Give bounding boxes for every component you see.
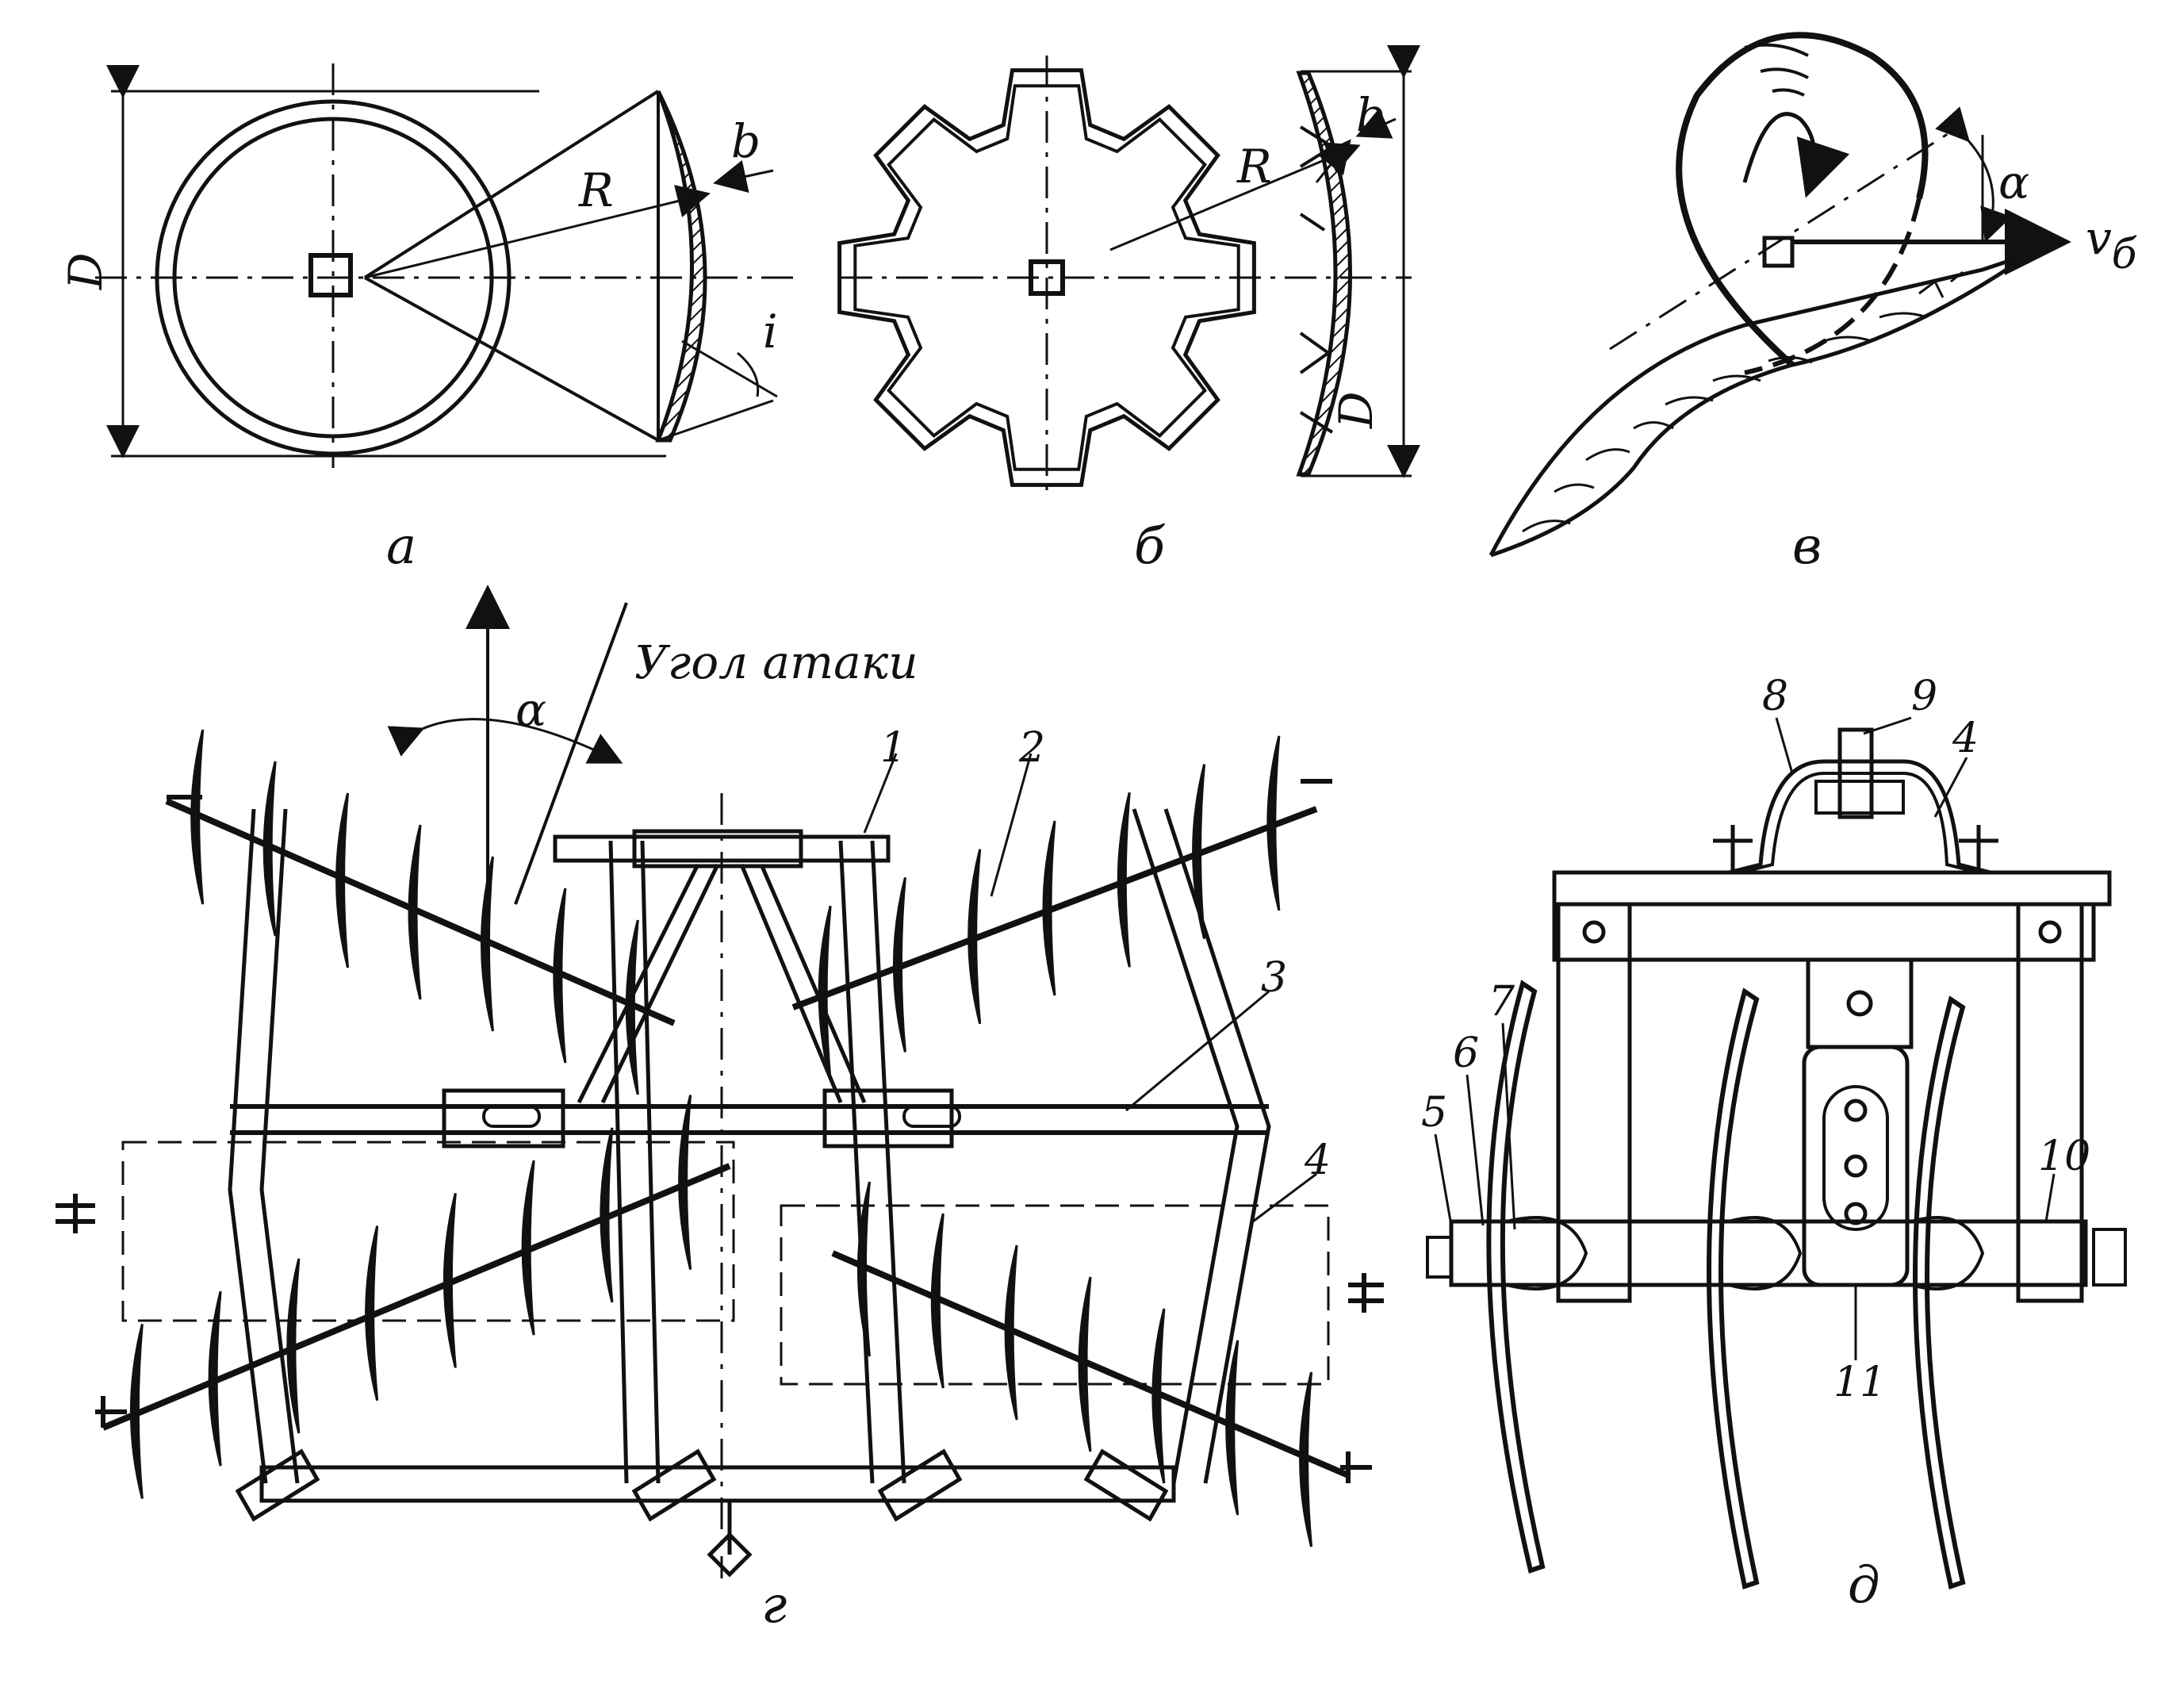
harrow-disc-rear-left (443, 1193, 457, 1368)
notched-disc-inner-outline (853, 84, 1240, 471)
gang-axle-front-left (165, 798, 676, 1026)
harrow-disc-rear-right (930, 1213, 944, 1389)
rotation-arrow (1742, 112, 1850, 198)
panel-g-label: г (761, 1576, 787, 1635)
disc-front-edge (1676, 32, 1929, 367)
callout-d-11: 11 (1833, 1359, 1886, 1406)
panel-d-label: д (1848, 1556, 1880, 1615)
callout-d-7: 7 (1489, 978, 1515, 1026)
dim-D-label-b: D (1329, 391, 1383, 429)
panel-d (1426, 716, 2127, 1590)
harrow-disc-front-right (1192, 764, 1206, 939)
disc-axis (1609, 125, 1960, 351)
harrow-disc-front-left (553, 888, 567, 1064)
gang-axle-front-right (791, 806, 1318, 1010)
panel-a-label: а (386, 517, 416, 576)
notched-disc-outline (837, 68, 1256, 487)
panel-b (837, 45, 1420, 496)
speed-label: vб (2086, 211, 2137, 278)
harrow-disc-rear-right (1151, 1308, 1166, 1484)
harrow-disc-rear-right (1004, 1244, 1018, 1421)
gang-frame-beam (1552, 870, 2112, 907)
dim-b-label-b: b (1356, 88, 1385, 142)
dim-R-label-b: R (1236, 140, 1272, 194)
callout-d-5: 5 (1421, 1089, 1447, 1137)
harrow-disc-rear-right (1078, 1276, 1092, 1452)
alpha-label-g: α (515, 683, 546, 737)
callout-d-4: 4 (1952, 715, 1979, 762)
callout-d-6: 6 (1453, 1030, 1479, 1077)
harrow-disc-rear-left (365, 1225, 379, 1401)
harrow-disc-front-left (480, 856, 494, 1032)
callout-d-8: 8 (1762, 673, 1788, 720)
gang-disc-2 (1707, 987, 1760, 1590)
gang-disc-3 (1913, 995, 1966, 1590)
dim-R-arrow (364, 185, 711, 279)
harrow-disc-rear-left (600, 1127, 614, 1303)
harrow-disc-front-right (892, 877, 906, 1053)
harrow-disc-front-right (1117, 792, 1131, 968)
attack-angle-caption: Угол атаки (634, 635, 918, 689)
harrow-disc-front-right (1266, 735, 1281, 911)
panel-v-label: в (1792, 517, 1822, 576)
panel-g (56, 585, 1384, 1578)
panel-b-label: б (1134, 517, 1166, 576)
harrow-disc-rear-left (129, 1324, 144, 1499)
callout-g-1: 1 (880, 724, 906, 772)
harrow-disc-front-left (335, 792, 350, 968)
callout-d-9: 9 (1911, 673, 1937, 720)
gang-axle-rear-right (831, 1250, 1350, 1478)
callout-g-3: 3 (1261, 954, 1287, 1002)
harrow-disc-front-left (625, 919, 639, 1095)
frame-bottom-beam (259, 1465, 1176, 1503)
harrow-disc-rear-right (1225, 1340, 1240, 1516)
harrow-disc-rear-left (678, 1095, 692, 1270)
harrow-disc-front-left (190, 729, 205, 905)
harrow-disc-front-left (262, 761, 277, 937)
alpha-label-v: α (1998, 155, 2029, 209)
harrow-disc-rear-right (1299, 1371, 1313, 1547)
callout-d-10: 10 (2038, 1133, 2090, 1180)
panel-a (95, 63, 793, 468)
bearing-bracket (1728, 759, 1991, 875)
dim-i-label: i (763, 305, 778, 359)
harrow-disc-rear-left (286, 1258, 301, 1434)
disc-hub-square (308, 253, 353, 297)
harrow-disc-front-left (408, 824, 422, 1000)
disc-section-profile (655, 90, 707, 443)
soil-furrow (1489, 251, 2032, 558)
gang-axle-spool (1449, 1219, 2088, 1287)
harrow-disc-front-right (1042, 820, 1056, 996)
callout-g-2: 2 (1018, 724, 1045, 772)
harrow-disc-rear-left (208, 1290, 222, 1467)
panel-v (1489, 32, 2071, 558)
harrow-disc-front-right (818, 905, 832, 1081)
callout-g-4: 4 (1304, 1137, 1331, 1184)
dim-b-label: b (731, 114, 761, 168)
harrow-disc-rear-left (521, 1160, 535, 1336)
dim-R-arrow-b (1109, 142, 1361, 251)
harrow-disc-front-right (967, 849, 982, 1025)
dim-R-label: R (578, 163, 614, 217)
gang-disc-1 (1486, 980, 1546, 1574)
dim-D-label: D (59, 252, 113, 290)
harrow-disc-rear-right (856, 1181, 871, 1357)
gang-axle-rear-left (102, 1163, 731, 1431)
